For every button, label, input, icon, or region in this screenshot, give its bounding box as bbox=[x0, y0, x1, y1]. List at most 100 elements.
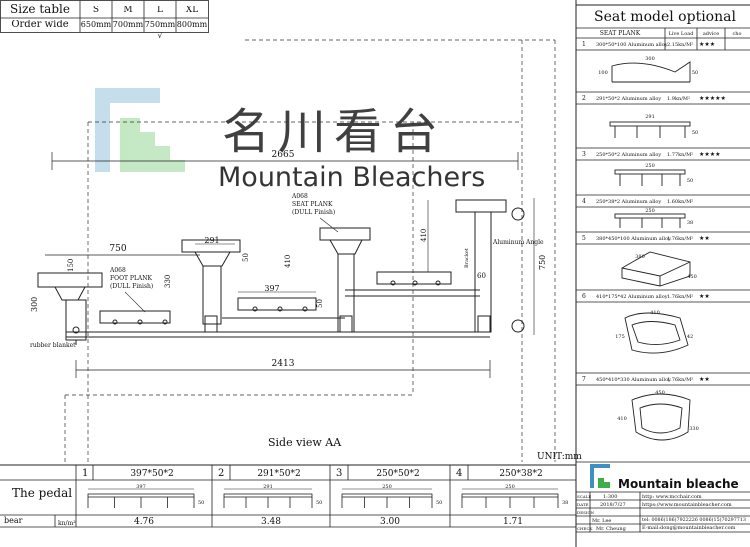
seat-drawing-5 bbox=[621, 251, 691, 287]
base-frame bbox=[66, 289, 491, 338]
size-table-title: Size table bbox=[10, 3, 70, 16]
website-2: https://www.mountainbleacher.com bbox=[642, 502, 732, 508]
seat-drawing-2 bbox=[609, 121, 691, 138]
foot-plank-2 bbox=[237, 297, 317, 312]
pedal-item-number: 1 bbox=[82, 468, 88, 479]
seat-bracket-2 bbox=[181, 239, 241, 325]
checker-name: Mr. Cheung bbox=[596, 526, 627, 532]
size-checked-mark: √ bbox=[157, 32, 163, 40]
pedal-plank-shape bbox=[341, 493, 433, 498]
seat-header-choice: cho bbox=[732, 31, 741, 37]
seat-dim-label: 250 bbox=[645, 163, 655, 169]
seat-drawing-3 bbox=[614, 169, 686, 186]
pedal-width-label: 397 bbox=[136, 484, 146, 490]
tel-number: tel: 0086(186)7922226 0086(15)70297713 bbox=[642, 516, 746, 523]
seat-row-stars: ★★ bbox=[699, 293, 710, 300]
title-block-brand: Mountain bleache bbox=[618, 477, 739, 491]
dim-750-vertical: 750 bbox=[538, 255, 547, 270]
pedal-item-number: 2 bbox=[218, 468, 224, 479]
pedal-height-label: 38 bbox=[562, 500, 568, 506]
dim-60: 60 bbox=[477, 272, 486, 280]
dim-150: 150 bbox=[67, 259, 75, 272]
width-750: 750mm bbox=[144, 21, 176, 29]
scale-label: SCALE bbox=[577, 494, 591, 499]
seat-drawing-7 bbox=[631, 393, 691, 441]
watermark-chinese: 名川看台 bbox=[222, 104, 446, 160]
pedal-label: The pedal bbox=[12, 486, 72, 500]
seat-dim-label: 175 bbox=[615, 334, 625, 340]
dim-410-right: 410 bbox=[420, 229, 428, 242]
seat-dim-label: 380 bbox=[635, 254, 645, 260]
designer-name: Mr. Lee bbox=[592, 518, 611, 524]
seat-row-spec: 380*450*100 Aluminum alloy bbox=[596, 236, 671, 242]
seat-row-load: 2.15kn/M² bbox=[667, 42, 693, 48]
dim-300: 300 bbox=[30, 297, 39, 312]
seat-row-number: 2 bbox=[582, 95, 586, 102]
seat-dim-label: 450 bbox=[687, 274, 697, 280]
seat-dim-label: 300 bbox=[645, 56, 655, 62]
pedal-bear-value: 4.76 bbox=[134, 517, 154, 527]
pedal-table-grid bbox=[0, 465, 576, 528]
seat-panel-grid bbox=[576, 27, 750, 386]
date-label: DATE bbox=[577, 502, 589, 507]
pedal-width-label: 250 bbox=[382, 484, 392, 490]
seat-row-number: 4 bbox=[582, 198, 586, 205]
seat-row-spec: 300*50*100 Aluminum alloy bbox=[596, 42, 668, 48]
seat-row-load: 1.76kn/M² bbox=[667, 294, 693, 300]
dim-330: 330 bbox=[164, 275, 172, 288]
seat-row-stars: ★★ bbox=[699, 376, 710, 383]
pedal-width-label: 250 bbox=[505, 484, 515, 490]
size-l: L bbox=[157, 6, 163, 15]
seat-row-number: 1 bbox=[582, 41, 586, 48]
pedal-bear-value: 3.00 bbox=[380, 517, 400, 527]
dim-50-a: 50 bbox=[242, 253, 250, 262]
watermark-logo bbox=[95, 88, 185, 172]
bracket-label: Bracket bbox=[464, 248, 470, 268]
foot-plank-1 bbox=[99, 310, 171, 325]
design-label: DESIGN bbox=[577, 510, 595, 515]
dim-2413-label: 2413 bbox=[272, 359, 295, 369]
email-address: E-mail:dong@mountainbleacher.com bbox=[642, 524, 736, 531]
scale-value: 1:300 bbox=[603, 494, 617, 500]
foot-plank-3 bbox=[376, 271, 452, 286]
seat-row-spec: 250*50*2 Aluminum alloy bbox=[596, 152, 661, 158]
seat-drawing-4 bbox=[614, 213, 686, 228]
width-650: 650mm bbox=[80, 21, 112, 29]
title-block-grid bbox=[576, 461, 750, 533]
dim-2665 bbox=[51, 152, 519, 170]
seat-row-load: 1.77kn/M² bbox=[667, 152, 693, 158]
pedal-item-spec: 397*50*2 bbox=[130, 469, 173, 479]
seat-row-number: 6 bbox=[582, 293, 586, 300]
seat-row-spec: 250*38*2 Aluminum alloy bbox=[596, 199, 661, 205]
seat-header-load: Live Load bbox=[669, 31, 695, 37]
size-xl: XL bbox=[185, 6, 199, 15]
construction-lines bbox=[64, 39, 556, 462]
seat-dim-label: 450 bbox=[655, 390, 665, 396]
seat-header-advice: advice bbox=[703, 31, 719, 37]
seat-row-spec: 450*410*330 Aluminum alloy bbox=[596, 377, 671, 383]
seat-dim-label: 100 bbox=[598, 70, 608, 76]
check-label: CHECK bbox=[577, 526, 594, 531]
pedal-plank-shape bbox=[87, 493, 195, 498]
seat-bracket-1 bbox=[37, 272, 103, 345]
size-s: S bbox=[92, 6, 100, 15]
dim-410-mid: 410 bbox=[284, 255, 292, 268]
seat-row-number: 7 bbox=[582, 376, 586, 383]
seat-dim-label: 38 bbox=[687, 220, 693, 226]
seat-row-spec: 410*175*42 Aluminum alloy bbox=[596, 294, 668, 300]
seat-row-number: 5 bbox=[582, 235, 586, 242]
seat-dim-label: 50 bbox=[687, 178, 693, 184]
pedal-height-label: 50 bbox=[316, 500, 322, 506]
seat-row-stars: ★★★ bbox=[699, 41, 715, 48]
seat-dim-label: 42 bbox=[687, 334, 693, 340]
